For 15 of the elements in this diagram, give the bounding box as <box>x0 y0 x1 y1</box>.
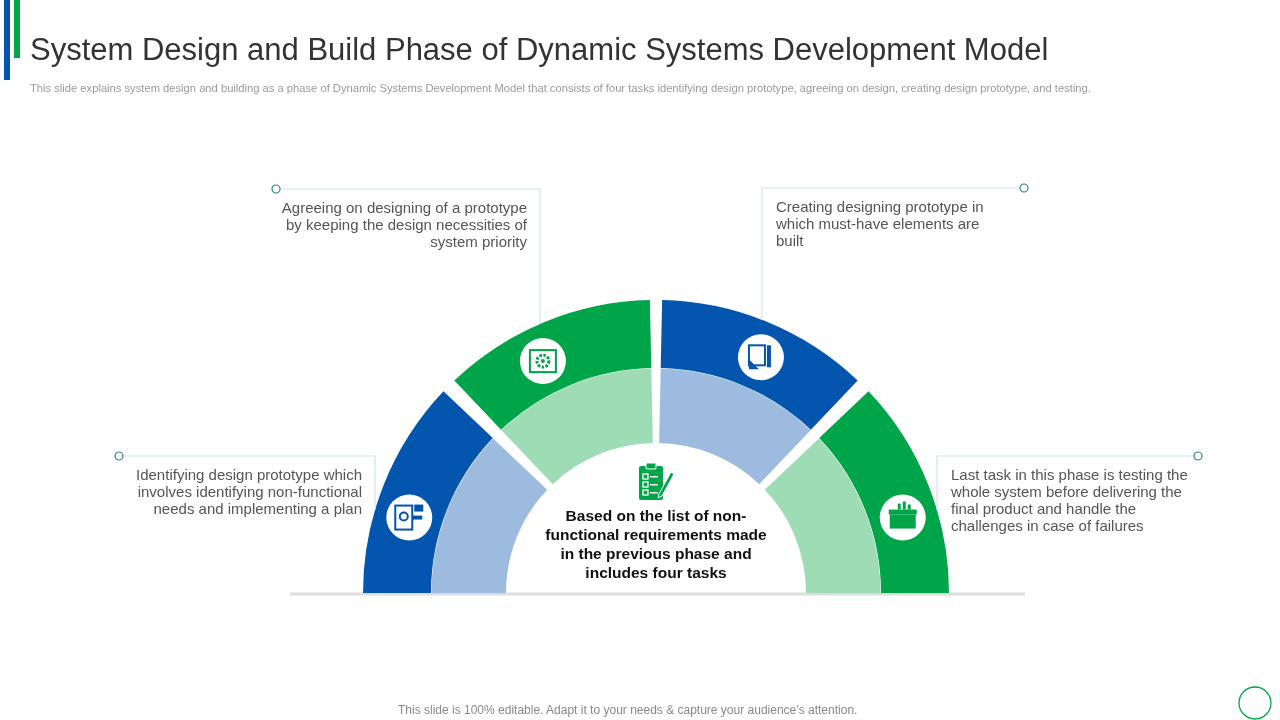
callout-text: Agreeing on designing of a prototype by keeping the design necessities of system priority <box>276 189 527 250</box>
center-text: Based on the list of non-functional requirements made in the previous phase and includes four tasks <box>544 506 768 582</box>
callout-text: Last task in this phase is testing the whole system before delivering the final product and handle the challenges in case of failures <box>951 456 1198 534</box>
leader-line <box>761 183 1029 321</box>
ring-segment <box>659 300 858 485</box>
ring-segment <box>454 300 653 485</box>
leader-line <box>271 184 541 325</box>
callout-text: Creating designing prototype in which must-have elements are built <box>776 188 1024 249</box>
footer-note: This slide is 100% editable. Adapt it to your needs & capture your audience’s attention. <box>398 703 858 717</box>
callout-text: Identifying design prototype which involves identifying non-functional needs and implementing a plan <box>119 456 362 517</box>
ring-segment <box>764 391 949 593</box>
leader-line <box>114 451 376 511</box>
leader-line <box>936 451 1203 511</box>
slide-title: System Design and Build Phase of Dynamic Systems Development Model <box>30 32 1049 68</box>
subtitle-text: This slide explains system design and building as a phase of Dynamic Systems Development Model that consists of four tasks identifying design prototype, agreeing on design, creating design prototype, and testing. <box>30 82 1091 94</box>
